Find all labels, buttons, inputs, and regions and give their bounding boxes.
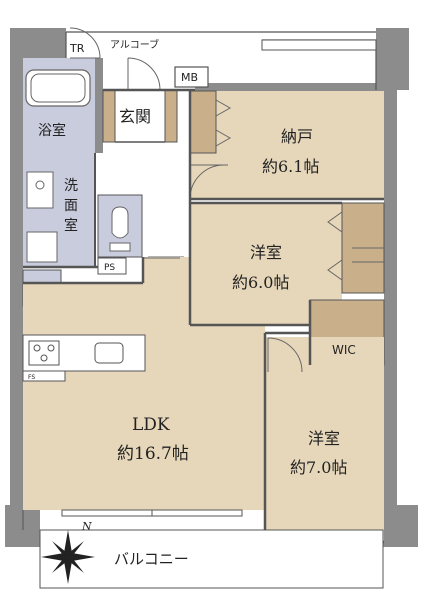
alcove-wall-block bbox=[261, 39, 377, 51]
basin-bowl-icon bbox=[35, 180, 45, 190]
top-wall-left bbox=[10, 28, 66, 58]
wic-label: WIC bbox=[332, 343, 356, 357]
washroom-label-2: 面 bbox=[64, 198, 78, 214]
ps-label: PS bbox=[104, 263, 115, 273]
western-room-1-size: 約6.0帖 bbox=[232, 273, 289, 292]
right-wall bbox=[384, 90, 397, 530]
top-wall-right bbox=[195, 83, 385, 91]
storage-room bbox=[190, 91, 384, 199]
bathtub-inner bbox=[30, 73, 86, 103]
interior-walls bbox=[23, 88, 384, 544]
entrance-label: 玄関 bbox=[119, 107, 151, 126]
shoe-cabinet-right bbox=[164, 89, 178, 143]
toilet-bowl-icon bbox=[111, 206, 129, 239]
storage-closet-doors bbox=[215, 99, 232, 147]
washing-machine bbox=[26, 231, 58, 263]
western-room-2-label: 洋室 bbox=[308, 429, 340, 448]
north-label: N bbox=[81, 520, 92, 533]
tr-label: TR bbox=[69, 42, 85, 55]
burner-icon bbox=[40, 354, 48, 362]
storage-room-size: 約6.1帖 bbox=[262, 157, 319, 176]
burner-icon bbox=[47, 344, 55, 352]
fs-label: FS bbox=[28, 374, 35, 381]
western-room-2 bbox=[265, 337, 384, 542]
burner-icon bbox=[33, 344, 41, 352]
front-door-swing bbox=[127, 57, 161, 91]
bathroom-label: 浴室 bbox=[38, 122, 66, 139]
tr-door-swing bbox=[69, 27, 101, 59]
top-right-column bbox=[376, 28, 409, 90]
balcony bbox=[39, 529, 384, 589]
bottom-right-column bbox=[383, 505, 418, 547]
ldk-size: 約16.7帖 bbox=[117, 444, 189, 464]
mb-box bbox=[174, 66, 209, 88]
bathtub bbox=[25, 69, 91, 107]
toilet-tank bbox=[109, 242, 131, 252]
compass-icon bbox=[41, 530, 95, 584]
storage-closet bbox=[189, 90, 217, 154]
shoe-cabinet-left bbox=[102, 89, 116, 143]
balcony-label: バルコニー bbox=[114, 550, 189, 568]
washbasin bbox=[26, 171, 54, 209]
kitchen-sink bbox=[94, 342, 124, 364]
western-room-2-size: 約7.0帖 bbox=[290, 458, 347, 477]
washroom-label-1: 洗 bbox=[64, 178, 78, 194]
storage-room-label: 納戸 bbox=[281, 127, 313, 146]
bath-partition bbox=[95, 58, 103, 153]
west2-door-swing bbox=[267, 337, 303, 373]
left-wall bbox=[10, 32, 23, 530]
alcove-label: アルコーブ bbox=[110, 38, 159, 51]
ldk-right-lower bbox=[143, 257, 190, 327]
washroom-label-3: 室 bbox=[64, 217, 78, 234]
mb-label: MB bbox=[181, 71, 198, 84]
fs-box bbox=[22, 370, 66, 382]
western-room-1-label: 洋室 bbox=[250, 243, 282, 262]
west1-closet-doors bbox=[327, 211, 384, 281]
ldk-label: LDK bbox=[132, 415, 170, 435]
